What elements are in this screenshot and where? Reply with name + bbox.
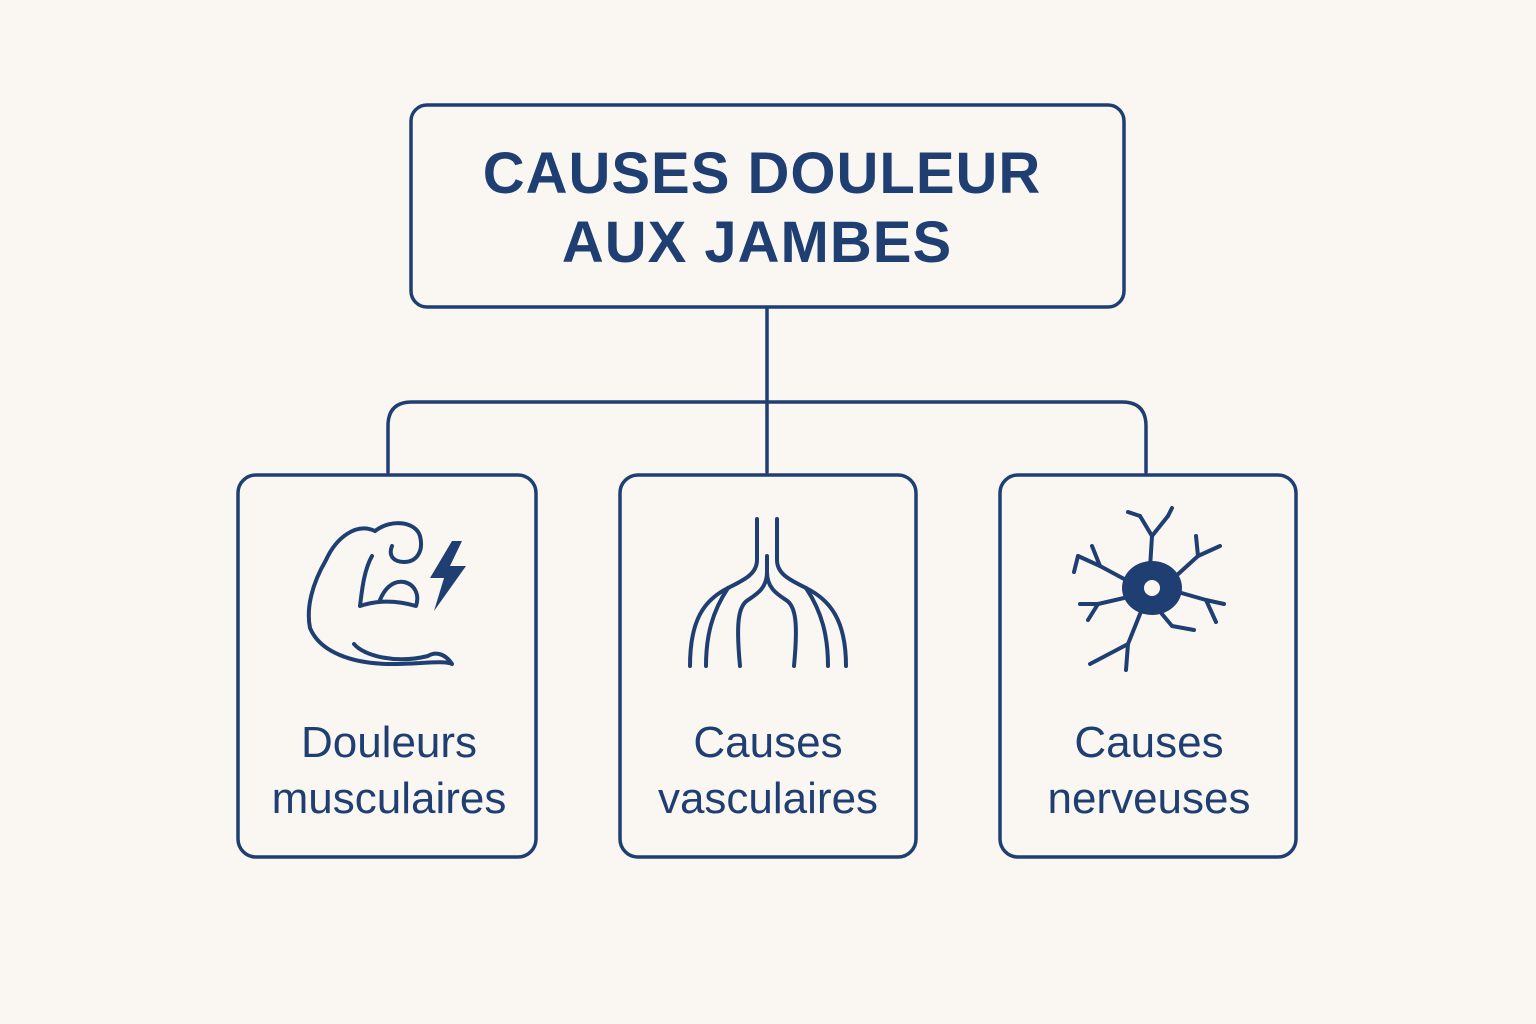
branch-label-muscular-line-2: musculaires	[272, 774, 507, 823]
branch-box-vascular	[618, 473, 918, 859]
root-node: CAUSES DOULEUR AUX JAMBES	[409, 103, 1126, 309]
title-line-1: CAUSES DOULEUR	[483, 141, 1042, 206]
branch-label-nervous-line-2: nerveuses	[1047, 774, 1250, 823]
neuron-icon	[1072, 506, 1226, 672]
flexed-arm-lightning-icon	[306, 521, 466, 666]
branch-label-vascular-line-1: Causes	[693, 718, 842, 767]
branch-label-muscular-line-1: Douleurs	[301, 718, 477, 767]
tree-connectors	[386, 306, 1148, 474]
branch-label-vascular-line-2: vasculaires	[658, 774, 878, 823]
branch-node-vascular: Causes vasculaires	[618, 473, 918, 859]
branch-node-muscular: Douleurs musculaires	[236, 473, 538, 859]
branch-bar-connector	[386, 400, 1148, 474]
blood-vessels-icon	[688, 517, 848, 668]
title-line-2: AUX JAMBES	[562, 210, 952, 275]
root-box	[409, 103, 1126, 309]
branch-node-nervous: Causes nerveuses	[998, 473, 1298, 859]
branch-label-nervous-line-1: Causes	[1074, 718, 1223, 767]
